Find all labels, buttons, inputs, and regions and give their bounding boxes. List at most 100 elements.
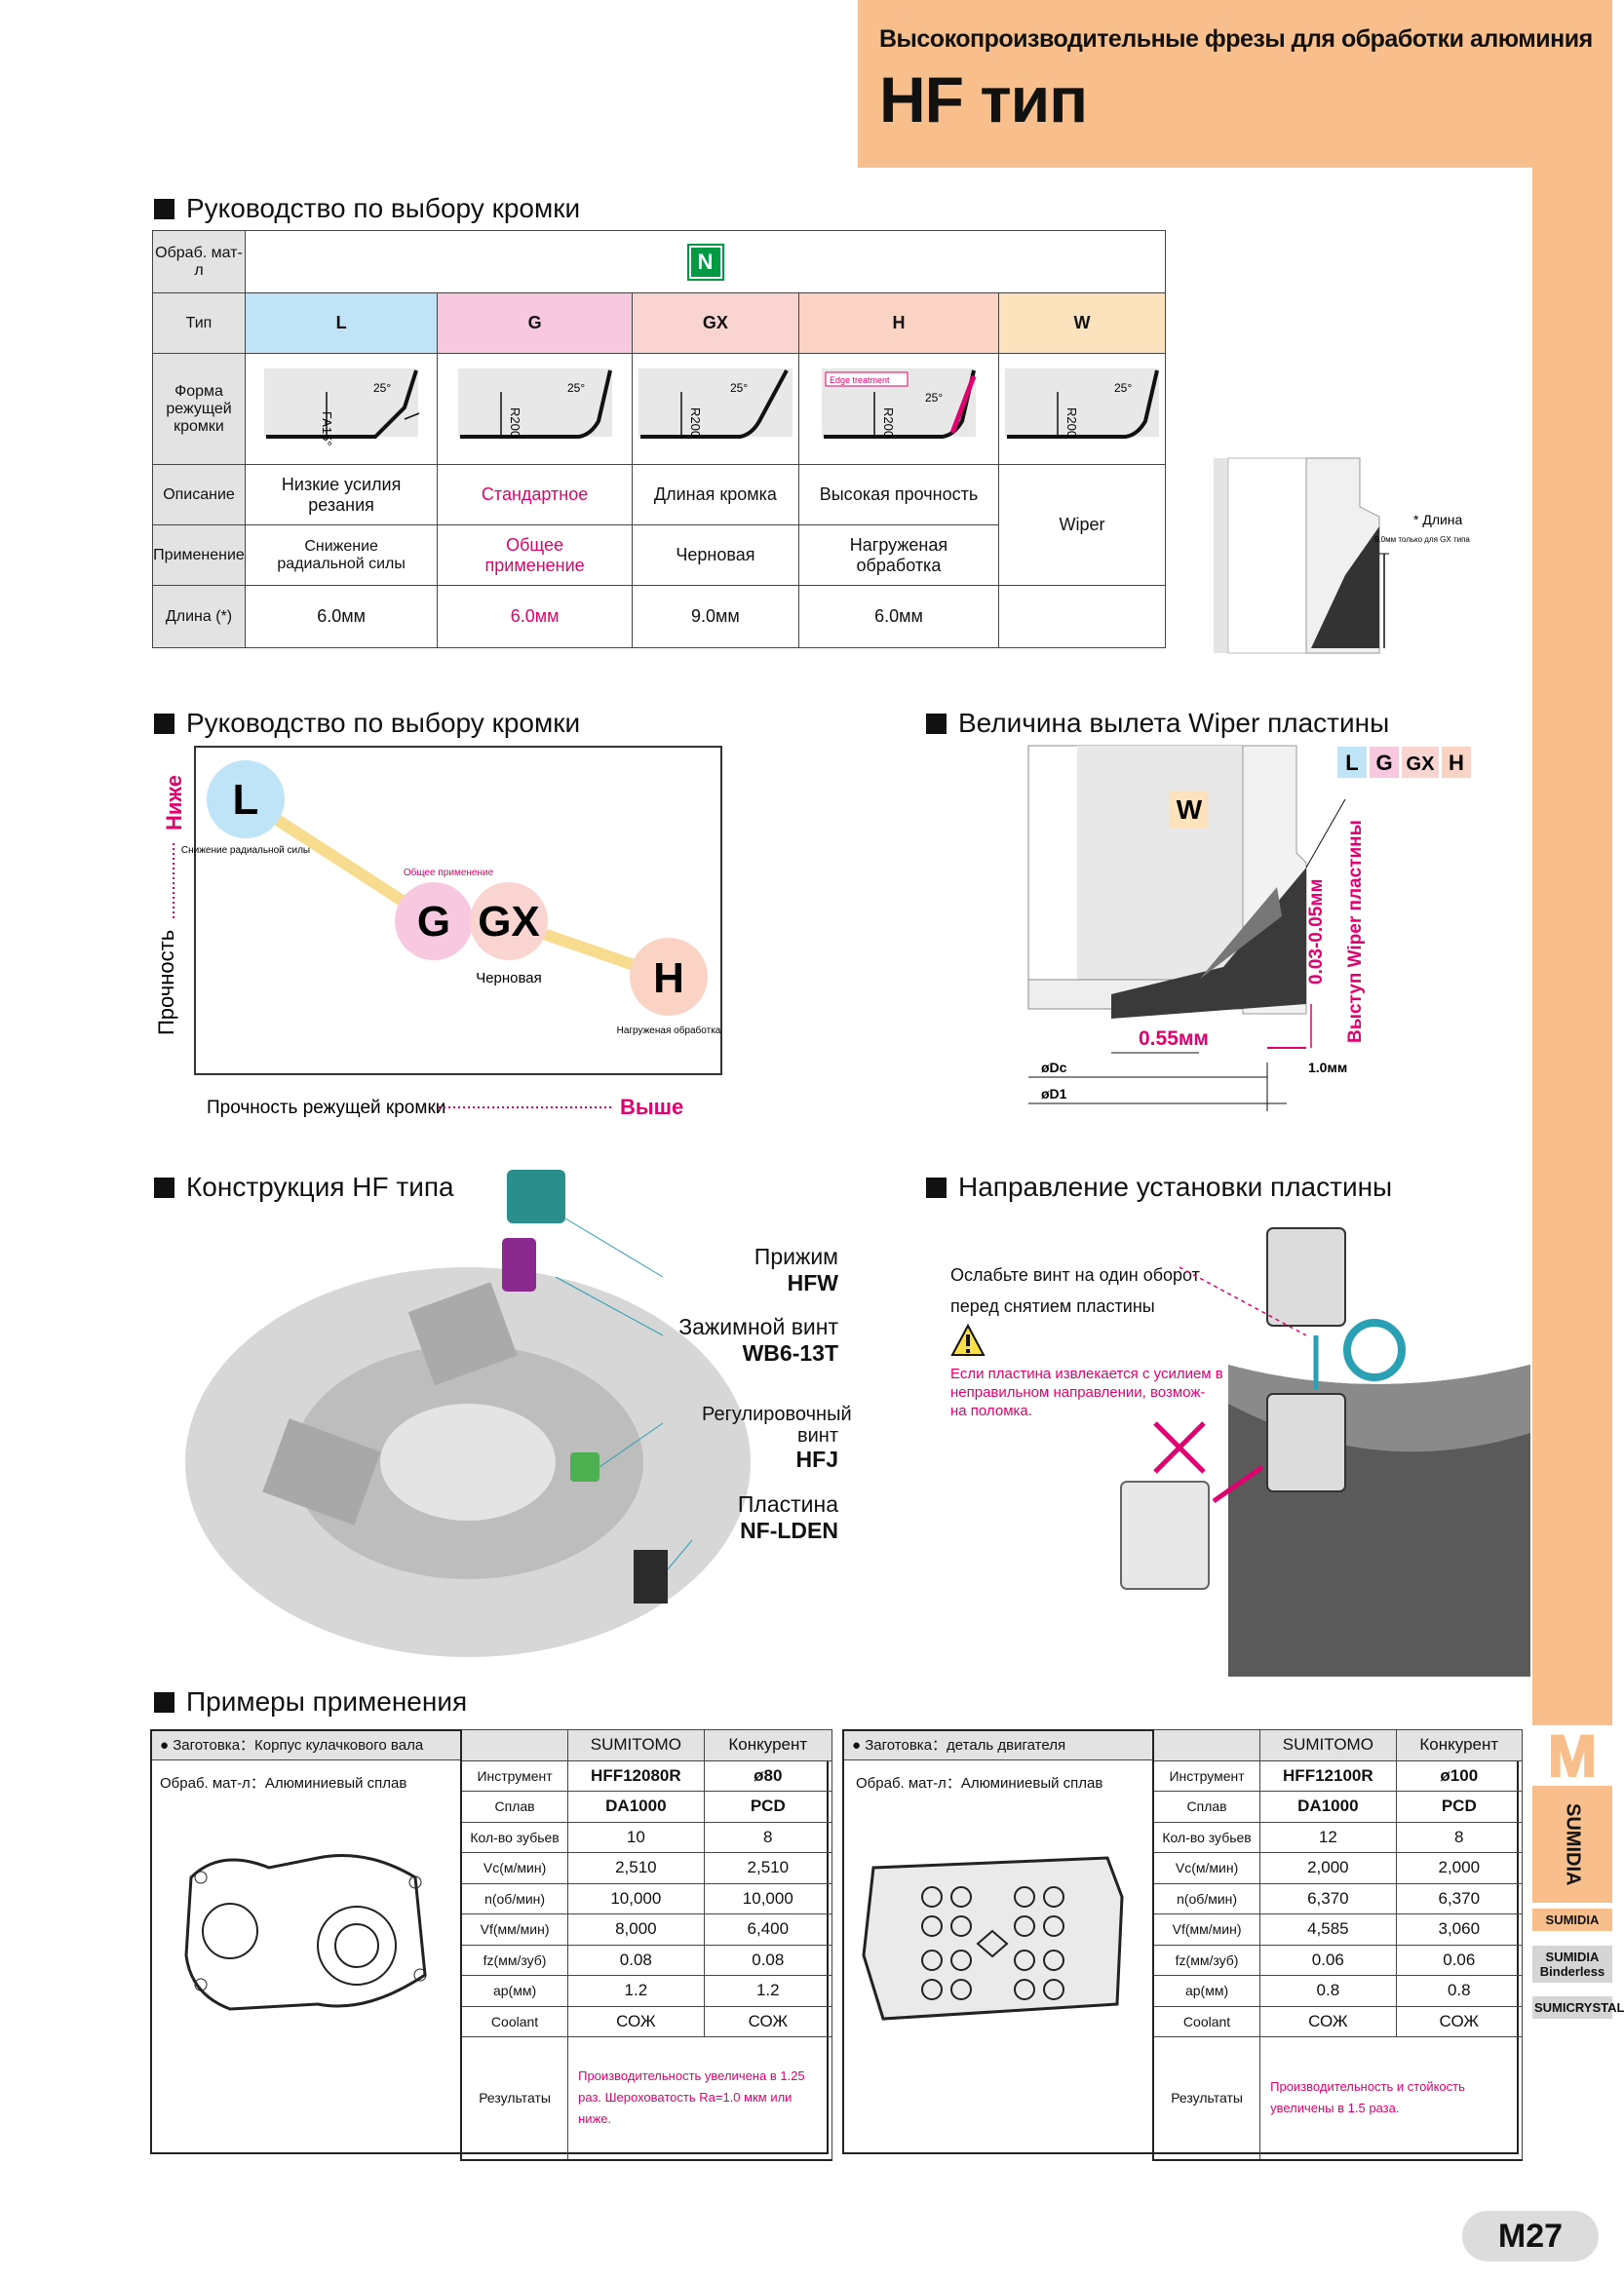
svg-text:L: L bbox=[1345, 751, 1358, 775]
screw-part bbox=[502, 1238, 536, 1292]
node-h-note: Нагруженая обработка bbox=[617, 1024, 721, 1036]
example-value: 10,000 bbox=[703, 1882, 833, 1914]
svg-text:25°: 25° bbox=[730, 381, 748, 395]
example-param: Vf(мм/мин) bbox=[460, 1913, 569, 1946]
node-gx-note: Черновая bbox=[476, 970, 542, 986]
example-2: ● Заготовка：деталь двигателя Обраб. мат-… bbox=[842, 1729, 1524, 2161]
len-l: 6.0мм bbox=[244, 585, 439, 648]
side-item-binderless: SUMIDIA Binderless bbox=[1532, 1946, 1612, 1983]
result-text: Производительность и стойкость увеличены… bbox=[1259, 2036, 1523, 2160]
example-value: 0.06 bbox=[1395, 1944, 1524, 1976]
wiper-badges: L G GX H bbox=[1337, 747, 1471, 778]
example-param: Инструмент bbox=[1152, 1759, 1261, 1792]
camshaft-housing-drawing bbox=[184, 1854, 427, 2011]
wiper-side-label: Выступ Wiper пластины bbox=[1345, 820, 1366, 1043]
part-adjust-code: HFJ bbox=[795, 1447, 838, 1472]
node-gx-circle bbox=[470, 882, 548, 960]
len-g: 6.0мм bbox=[437, 585, 633, 648]
section-edge-guide: Руководство по выбору кромки bbox=[154, 193, 580, 224]
part-insert: Пластина NF-LDEN bbox=[604, 1491, 838, 1544]
example-value: 6,400 bbox=[703, 1913, 833, 1946]
desc-g: Стандартное bbox=[437, 464, 633, 525]
example-value: 0.08 bbox=[567, 1944, 705, 1976]
part-screw: Зажимной винт WB6-13T bbox=[604, 1314, 838, 1367]
bullet-square bbox=[154, 713, 174, 734]
example-value: 8 bbox=[1395, 1821, 1524, 1853]
svg-text:R200: R200 bbox=[881, 407, 896, 438]
example-value: 0.06 bbox=[1259, 1944, 1397, 1976]
x-axis-high: Выше bbox=[620, 1095, 683, 1119]
example-param: ap(мм) bbox=[460, 1975, 569, 2007]
example-2-workpiece: ● Заготовка：деталь двигателя bbox=[844, 1731, 1152, 1760]
example-value: 0.8 bbox=[1395, 1975, 1524, 2007]
section-mounting: Направление установки пластины bbox=[926, 1172, 1392, 1203]
side-brand: SUMIDIA bbox=[1532, 1786, 1612, 1903]
len-h: 6.0мм bbox=[797, 585, 999, 648]
warning-icon bbox=[950, 1323, 986, 1356]
part-clamp: Прижим HFW bbox=[604, 1244, 838, 1296]
example-param: fz(мм/зуб) bbox=[460, 1944, 569, 1976]
example-value: 2,510 bbox=[567, 1852, 705, 1884]
result-label: Результаты bbox=[1152, 2036, 1261, 2160]
type-gx: GX bbox=[631, 292, 799, 354]
type-g: G bbox=[437, 292, 633, 354]
type-l: L bbox=[244, 292, 439, 354]
example-value: 1.2 bbox=[703, 1975, 833, 2007]
mounting-illustration bbox=[1120, 1227, 1530, 1677]
example-value: 2,000 bbox=[1395, 1852, 1524, 1884]
result-label: Результаты bbox=[460, 2036, 569, 2160]
material-badge: N bbox=[686, 243, 724, 281]
mounting-note: Ослабьте винт на один оборот перед сняти… bbox=[950, 1265, 1200, 1316]
desc-gx: Длиная кромка bbox=[631, 464, 799, 525]
row-header-shape: Форма режущей кромки bbox=[152, 353, 246, 465]
node-l-note: Снижение радиальной силы bbox=[181, 845, 310, 856]
svg-text:25°: 25° bbox=[373, 381, 391, 395]
node-l-label: L bbox=[233, 776, 259, 824]
dim-d1: øD1 bbox=[1041, 1086, 1067, 1101]
svg-text:G: G bbox=[1375, 751, 1392, 775]
svg-text:GX: GX bbox=[1407, 754, 1436, 775]
svg-text:25°: 25° bbox=[925, 391, 943, 405]
example-value: PCD bbox=[703, 1791, 833, 1823]
result-text: Производительность увеличена в 1.25 раз.… bbox=[567, 2036, 832, 2160]
example-1-workpiece: ● Заготовка：Корпус кулачкового вала bbox=[152, 1731, 460, 1760]
example-value: ø80 bbox=[703, 1759, 833, 1792]
svg-text:25°: 25° bbox=[567, 381, 585, 395]
example-1: ● Заготовка：Корпус кулачкового вала Обра… bbox=[150, 1729, 833, 2161]
len-w-empty bbox=[997, 585, 1167, 648]
example-param: Сплав bbox=[460, 1791, 569, 1823]
example-value: 6,370 bbox=[1259, 1882, 1397, 1914]
section-wiper: Величина вылета Wiper пластины bbox=[926, 708, 1389, 739]
part-screw-code: WB6-13T bbox=[742, 1340, 838, 1366]
bullet-square bbox=[926, 713, 947, 734]
node-g-label: G bbox=[417, 898, 450, 946]
example-value: СОЖ bbox=[1395, 2005, 1524, 2037]
x-axis-label: Прочность режущей кромки bbox=[207, 1098, 445, 1118]
example-value: DA1000 bbox=[1259, 1791, 1397, 1823]
node-g-circle bbox=[395, 882, 473, 960]
strength-chart: L Снижение радиальной силы G Общее приме… bbox=[154, 746, 722, 1119]
example-value: DA1000 bbox=[567, 1791, 705, 1823]
node-h-label: H bbox=[653, 954, 684, 1002]
example-param: Сплав bbox=[1152, 1791, 1261, 1823]
example-value: ø100 bbox=[1395, 1759, 1524, 1792]
part-screw-name: Зажимной винт bbox=[678, 1314, 838, 1339]
example-value: 2,510 bbox=[703, 1852, 833, 1884]
desc-h: Высокая прочность bbox=[797, 464, 999, 525]
example-value: 10,000 bbox=[567, 1882, 705, 1914]
example-param: ap(мм) bbox=[1152, 1975, 1261, 2007]
svg-text:Edge treatment: Edge treatment bbox=[830, 375, 890, 385]
